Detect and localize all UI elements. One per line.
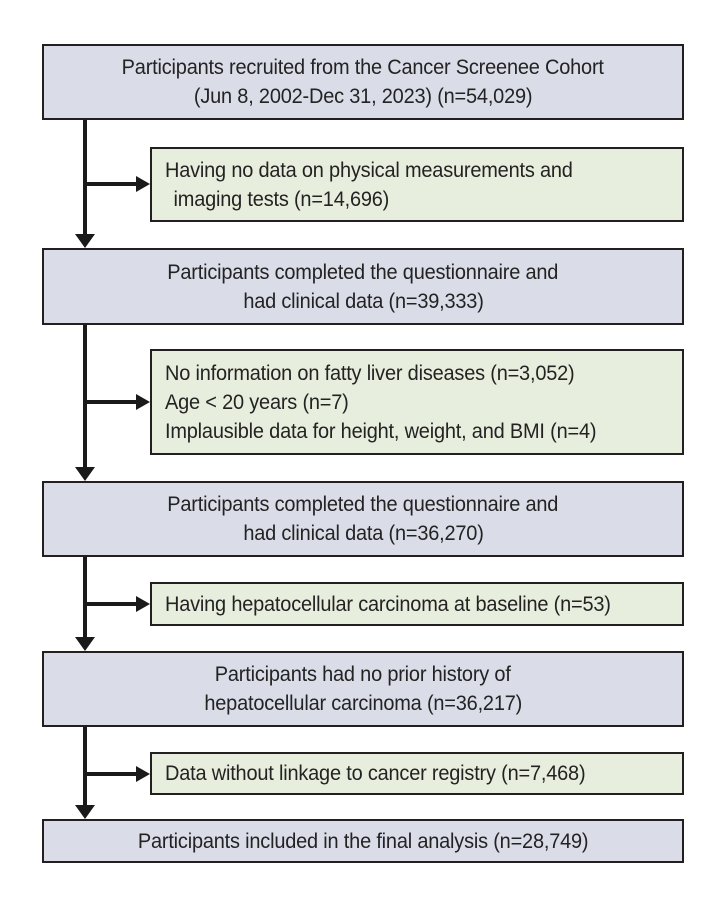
arrow-right-icon <box>136 176 150 192</box>
box-text-line: Participants completed the questionnaire… <box>167 260 559 284</box>
box-text-line: Implausible data for height, weight, and… <box>165 419 597 443</box>
connector-line-vertical <box>83 557 87 637</box>
arrow-down-icon <box>75 637 95 651</box>
box-text-line: imaging tests (n=14,696) <box>173 187 390 211</box>
arrow-down-icon <box>75 467 95 481</box>
box-no-prior-hcc: Participants had no prior history of hep… <box>42 651 684 727</box>
box-excluded-hcc-baseline: Having hepatocellular carcinoma at basel… <box>150 582 684 626</box>
connector-line-horizontal <box>85 182 136 186</box>
box-excluded-no-measurements: Having no data on physical measurements … <box>150 147 684 222</box>
box-completed-questionnaire-2: Participants completed the questionnaire… <box>42 481 684 557</box>
box-text-line: Having no data on physical measurements … <box>165 158 573 182</box>
box-excluded-no-registry-linkage: Data without linkage to cancer registry … <box>150 752 684 795</box>
connector-line-vertical <box>83 325 87 467</box>
arrow-right-icon <box>136 596 150 612</box>
connector-line-horizontal <box>85 772 136 776</box>
box-text-line: Participants included in the final analy… <box>137 829 589 853</box>
box-text-line: (Jun 8, 2002-Dec 31, 2023) (n=54,029) <box>193 85 533 108</box>
connector-line-horizontal <box>85 602 136 606</box>
box-final-analysis: Participants included in the final analy… <box>42 819 684 863</box>
arrow-right-icon <box>136 394 150 410</box>
connector-line-vertical <box>83 120 87 234</box>
box-text-line: Participants recruited from the Cancer S… <box>121 56 605 79</box>
box-recruited-cohort: Participants recruited from the Cancer S… <box>42 44 684 120</box>
arrow-down-icon <box>75 805 95 819</box>
box-text-line: Data without linkage to cancer registry … <box>165 762 586 785</box>
box-text-line: Having hepatocellular carcinoma at basel… <box>165 592 611 616</box>
box-text-line: Age < 20 years (n=7) <box>165 390 349 414</box>
box-text-line: had clinical data (n=39,333) <box>242 289 484 313</box>
connector-line-horizontal <box>85 400 136 404</box>
connector-line-vertical <box>83 727 87 805</box>
arrow-right-icon <box>136 766 150 782</box>
box-completed-questionnaire-1: Participants completed the questionnaire… <box>42 248 684 325</box>
box-text-line: No information on fatty liver diseases (… <box>165 361 575 385</box>
box-text-line: hepatocellular carcinoma (n=36,217) <box>204 692 522 715</box>
box-text-line: had clinical data (n=36,270) <box>242 522 484 545</box>
arrow-down-icon <box>75 234 95 248</box>
box-excluded-missing-info: No information on fatty liver diseases (… <box>150 349 684 455</box>
box-text-line: Participants completed the questionnaire… <box>167 493 559 516</box>
box-text-line: Participants had no prior history of <box>215 663 511 686</box>
